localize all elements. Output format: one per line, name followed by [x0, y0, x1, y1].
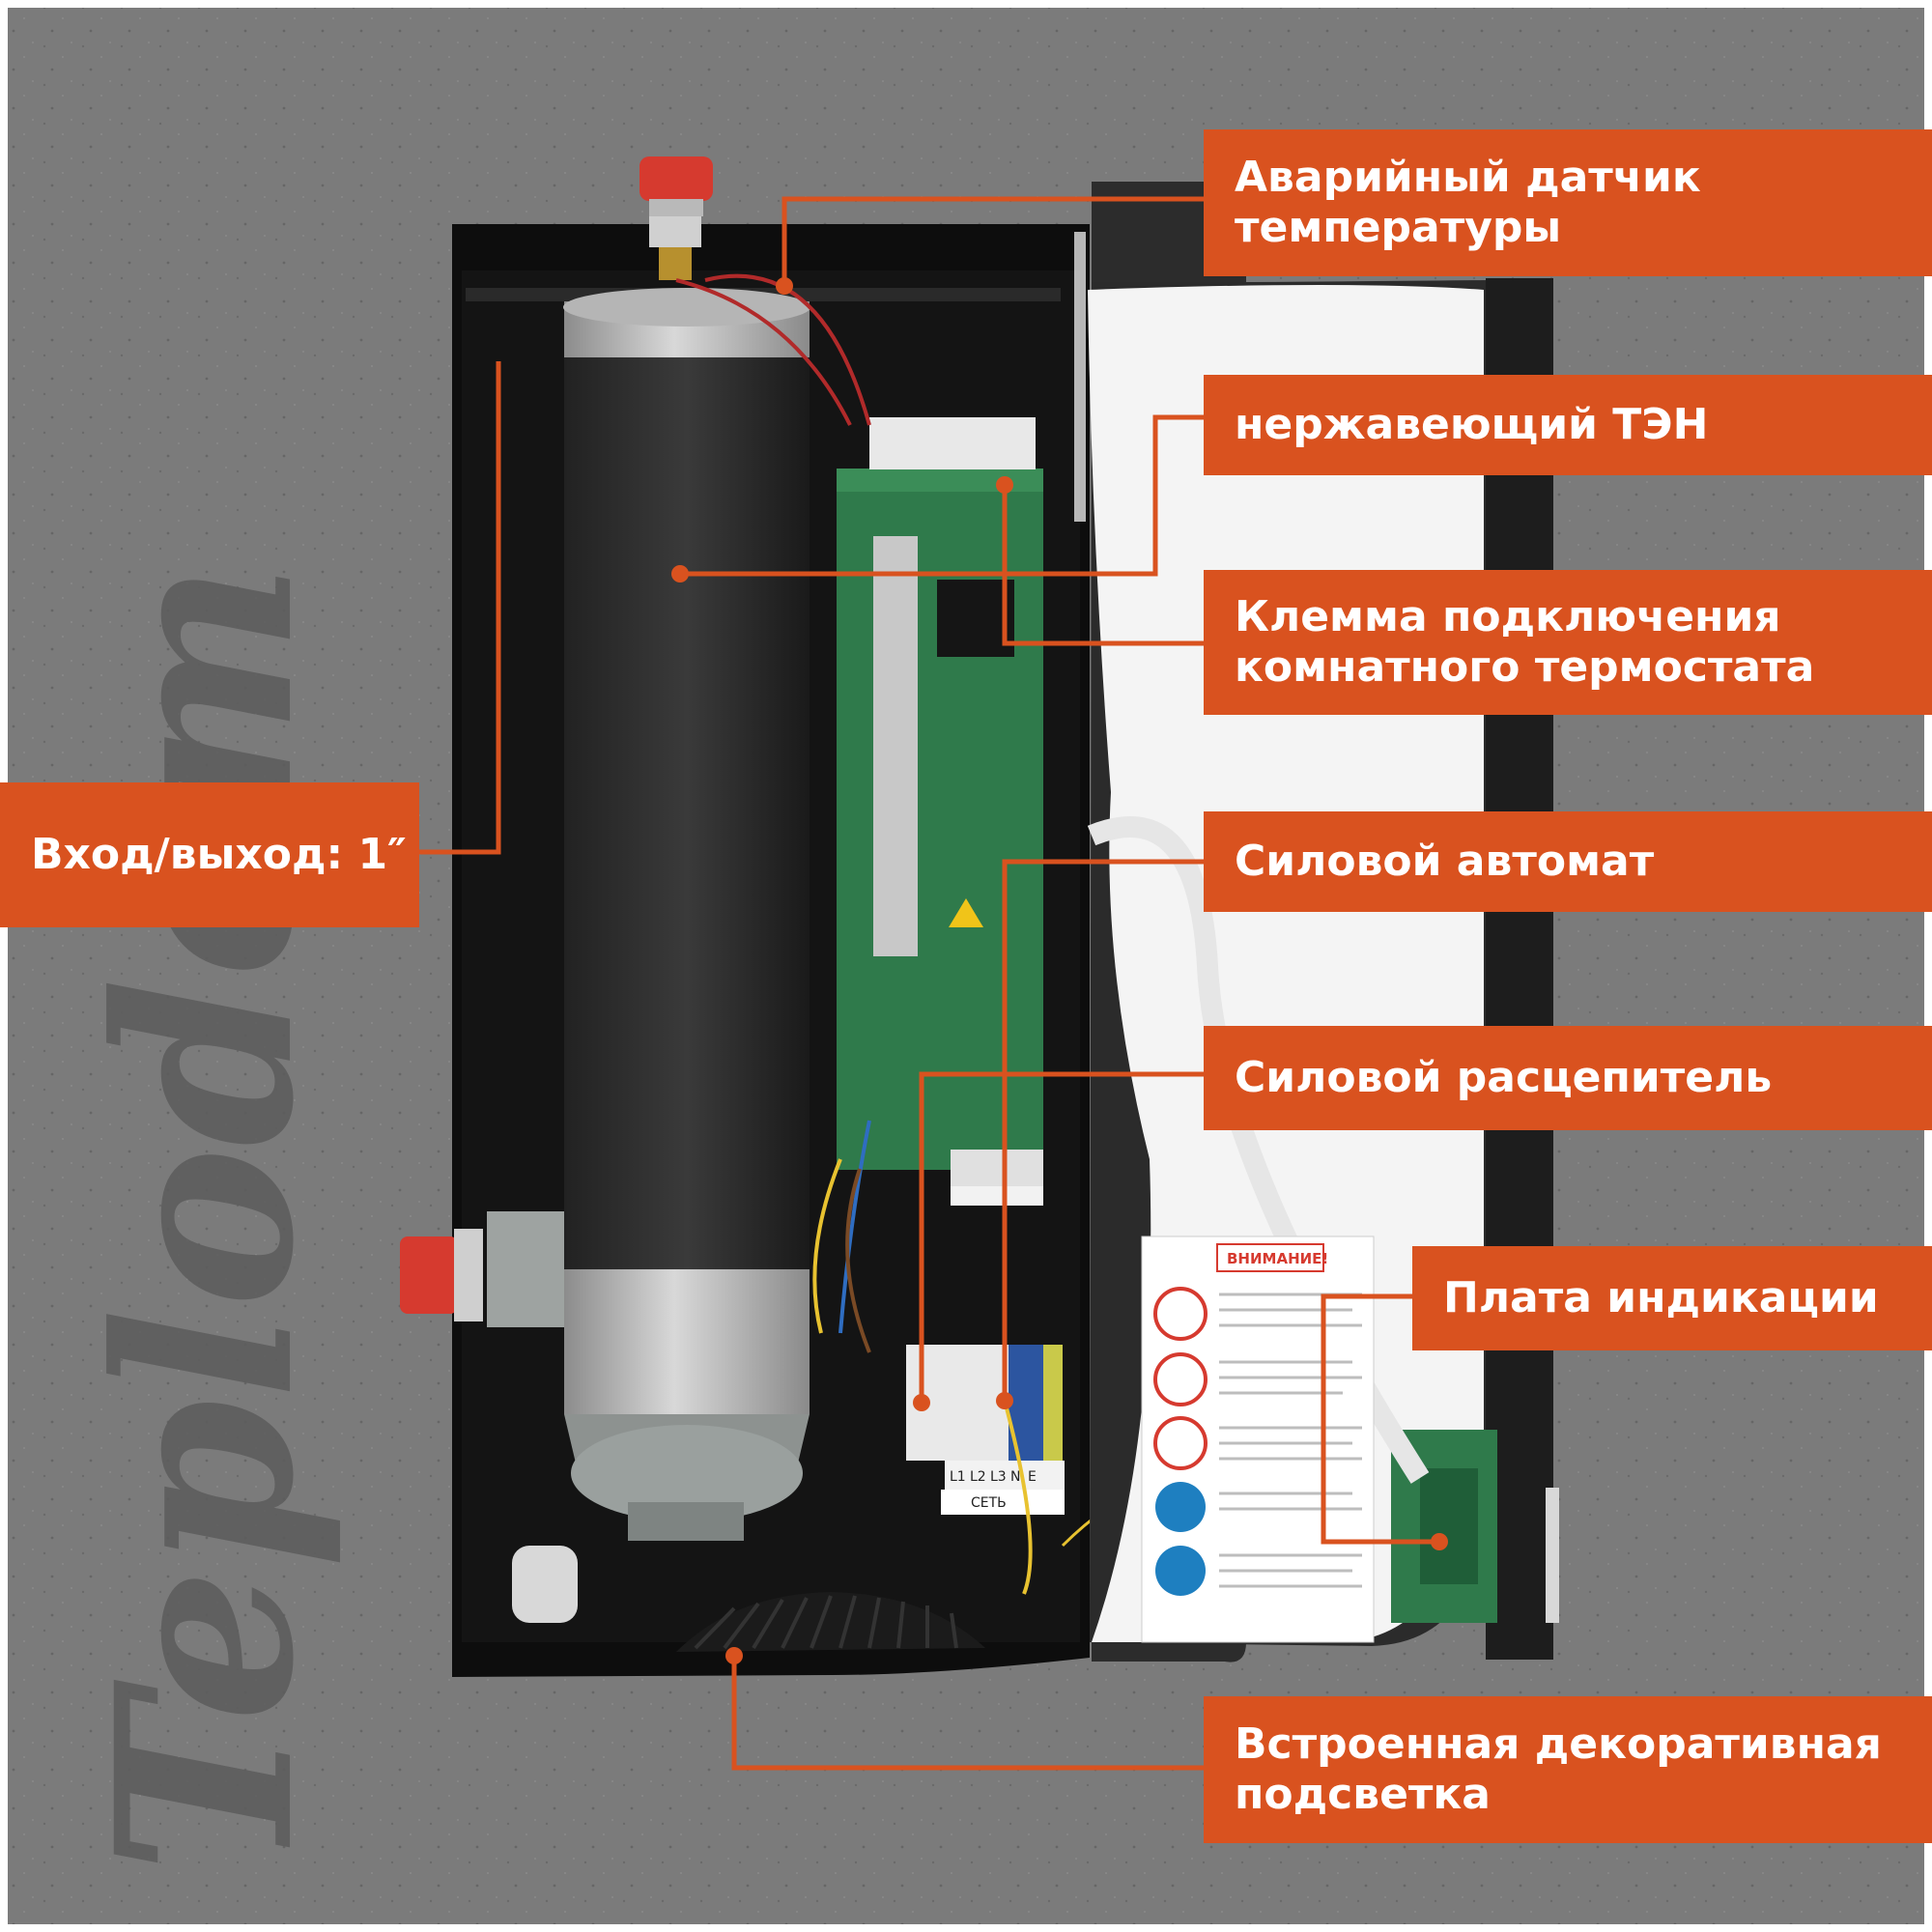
top-sensor-cap	[639, 156, 713, 201]
callout-label: Плата индикации	[1443, 1273, 1879, 1322]
terminal-block-labels: L1 L2 L3 N E СЕТЬ	[950, 1469, 1037, 1511]
leader-line-display	[1321, 1293, 1439, 1545]
leader-line-breaker	[1002, 859, 1204, 1401]
callout-stainless-heater: нержавеющий ТЭН	[1204, 375, 1932, 475]
callout-indicator-board: Плата индикации	[1412, 1246, 1932, 1350]
leader-line-inlet	[419, 361, 501, 855]
leader-dot-ten	[671, 565, 689, 582]
board-heatsink	[873, 536, 918, 956]
callout-inlet-outlet: Вход/выход: 1″	[0, 782, 419, 927]
warning-sign-icon	[949, 898, 983, 927]
terminal-label: N	[1010, 1469, 1020, 1485]
terminal-label: L1	[950, 1469, 966, 1485]
instruction-icon	[1155, 1482, 1206, 1532]
callout-emergency-temperature-sensor: Аварийный датчик температуры	[1204, 129, 1932, 276]
callout-label: нержавеющий ТЭН	[1235, 400, 1709, 449]
leader-line-release	[919, 1071, 1204, 1403]
leader-line-terminal	[1002, 485, 1204, 646]
prohibition-icon	[1153, 1416, 1208, 1470]
leader-dot-terminal	[996, 476, 1013, 494]
stainless-heater-ten	[564, 357, 810, 1269]
prohibition-icon	[1153, 1287, 1208, 1341]
warning-title: ВНИМАНИЕ!	[1227, 1250, 1328, 1267]
callout-power-release: Силовой расцепитель	[1204, 1026, 1932, 1130]
leader-dot-display	[1431, 1533, 1448, 1550]
callout-decorative-backlight: Встроенная декоративная подсветка	[1204, 1696, 1932, 1843]
leader-dot-backlight	[725, 1647, 743, 1664]
terminal-label: L2	[970, 1469, 986, 1485]
board-fan	[937, 580, 1014, 657]
warning-icons	[1153, 1287, 1208, 1596]
brand-logo: Teplodom	[63, 561, 347, 1874]
cable-gland	[512, 1546, 578, 1623]
callout-label: Встроенная декоративная подсветка	[1235, 1719, 1882, 1819]
callout-label: Клемма подключения комнатного термостата	[1235, 592, 1815, 692]
callout-label: Аварийный датчик температуры	[1235, 153, 1701, 252]
callout-label: Вход/выход: 1″	[31, 830, 407, 879]
leader-line-backlight	[731, 1656, 1204, 1771]
callout-power-breaker: Силовой автомат	[1204, 811, 1932, 912]
prohibition-icon	[1153, 1352, 1208, 1406]
terminal-label: E	[1028, 1469, 1037, 1485]
side-nozzle-cap	[400, 1236, 458, 1314]
leader-line-sensor	[781, 196, 1204, 286]
leader-line-ten	[680, 414, 1204, 577]
callout-label: Силовой автомат	[1235, 837, 1655, 886]
network-label: СЕТЬ	[971, 1495, 1007, 1511]
leader-dot-breaker	[996, 1392, 1013, 1409]
terminal-label: L3	[990, 1469, 1007, 1485]
leader-dot-release	[913, 1394, 930, 1411]
instruction-icon	[1155, 1546, 1206, 1596]
leader-dot-sensor	[776, 277, 793, 295]
callout-room-thermostat-terminal: Клемма подключения комнатного термостата	[1204, 570, 1932, 715]
heater-bottom-foil	[564, 1269, 810, 1414]
callout-label: Силовой расцепитель	[1235, 1053, 1773, 1102]
leader-lines	[419, 196, 1439, 1771]
